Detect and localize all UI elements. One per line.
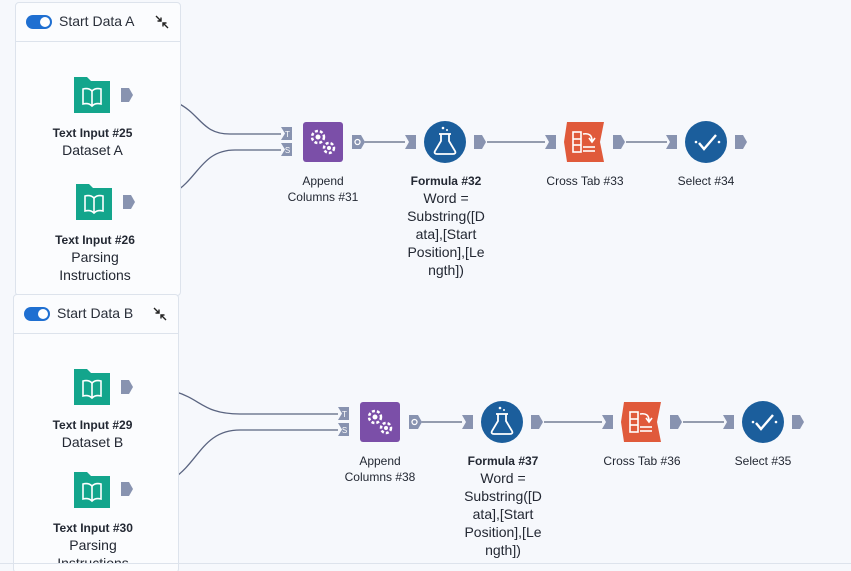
tool-name: Select #34 <box>677 174 735 188</box>
source-anchor[interactable]: S <box>338 423 349 436</box>
book-icon <box>74 77 110 113</box>
container-header: Start Data B <box>14 295 178 334</box>
tool-label: Append Columns #31 <box>287 174 359 204</box>
flask-icon <box>424 121 466 163</box>
tool-label: Append Columns #38 <box>344 454 416 484</box>
input-anchor[interactable] <box>462 415 473 429</box>
input-anchor[interactable] <box>545 135 556 149</box>
output-anchor[interactable] <box>474 135 486 149</box>
tool-annotation: Parsing Instructions <box>59 249 131 283</box>
gears-icon <box>303 122 343 162</box>
checkmark-icon <box>685 121 727 163</box>
tool-name: Formula #37 <box>467 454 539 468</box>
append-columns-tool-38[interactable] <box>360 402 400 442</box>
cross-tab-tool-36[interactable] <box>621 402 661 442</box>
container-header: Start Data A <box>16 3 180 42</box>
container-start-data-b[interactable]: Start Data B <box>13 294 179 571</box>
output-anchor[interactable] <box>121 482 133 496</box>
text-input-tool-25[interactable] <box>72 75 112 115</box>
book-icon <box>76 184 112 220</box>
svg-text:S: S <box>342 426 347 435</box>
book-icon <box>74 369 110 405</box>
output-anchor[interactable] <box>121 380 133 394</box>
tool-annotation: Dataset A <box>62 142 123 158</box>
tool-label: Formula #32 Word = Substring([D ata],[St… <box>395 173 497 279</box>
select-tool-34[interactable] <box>685 121 727 163</box>
formula-tool-32[interactable] <box>424 121 466 163</box>
container-toggle[interactable] <box>26 15 52 29</box>
tool-label: Text Input #26 Parsing Instructions <box>40 232 150 284</box>
tool-label: Formula #37 Word = Substring([D ata],[St… <box>452 453 554 559</box>
tool-label: Text Input #30 Parsing Instructions <box>38 520 148 563</box>
tool-label: Select #35 <box>717 453 809 469</box>
gears-icon <box>360 402 400 442</box>
cross-tab-tool-33[interactable] <box>564 122 604 162</box>
target-anchor[interactable]: T <box>338 407 349 420</box>
append-columns-tool-31[interactable] <box>303 122 343 162</box>
output-anchor[interactable] <box>121 88 133 102</box>
tool-name: Select #35 <box>734 454 792 468</box>
container-toggle[interactable] <box>24 307 50 321</box>
checkmark-icon <box>742 401 784 443</box>
output-anchor[interactable] <box>531 415 543 429</box>
collapse-arrows-icon[interactable] <box>155 15 169 29</box>
output-anchor[interactable] <box>352 135 365 149</box>
crosstab-icon <box>621 402 661 442</box>
tool-annotation: Dataset B <box>61 434 124 450</box>
canvas-bottom-border <box>0 563 851 564</box>
crosstab-icon <box>564 122 604 162</box>
tool-name: Text Input #30 <box>53 521 133 535</box>
select-tool-35[interactable] <box>742 401 784 443</box>
output-anchor[interactable] <box>409 415 422 429</box>
text-input-tool-26[interactable] <box>74 182 114 222</box>
output-anchor[interactable] <box>792 415 804 429</box>
input-anchor[interactable] <box>602 415 613 429</box>
tool-name: Cross Tab #33 <box>546 174 624 188</box>
tool-name: Cross Tab #36 <box>603 454 681 468</box>
tool-label: Cross Tab #36 <box>592 453 692 469</box>
svg-text:T: T <box>285 130 290 139</box>
text-input-tool-30[interactable] <box>72 470 112 510</box>
container-title: Start Data B <box>57 305 134 321</box>
tool-name: Text Input #26 <box>55 233 135 247</box>
svg-text:S: S <box>285 146 290 155</box>
svg-text:T: T <box>342 410 347 419</box>
tool-name: Text Input #25 <box>52 126 133 140</box>
tool-label: Text Input #29 Dataset B <box>40 417 145 451</box>
source-anchor[interactable]: S <box>281 143 292 156</box>
formula-tool-37[interactable] <box>481 401 523 443</box>
output-anchor[interactable] <box>670 415 682 429</box>
tool-label: Text Input #25 Dataset A <box>40 125 145 159</box>
input-anchor[interactable] <box>666 135 677 149</box>
output-anchor[interactable] <box>123 195 135 209</box>
text-input-tool-29[interactable] <box>72 367 112 407</box>
tool-name: Formula #32 <box>410 174 482 188</box>
tool-label: Select #34 <box>660 173 752 189</box>
output-anchor[interactable] <box>735 135 747 149</box>
output-anchor[interactable] <box>613 135 625 149</box>
container-title: Start Data A <box>59 13 135 29</box>
input-anchor[interactable] <box>723 415 734 429</box>
input-anchor[interactable] <box>405 135 416 149</box>
tool-label: Cross Tab #33 <box>535 173 635 189</box>
target-anchor[interactable]: T <box>281 127 292 140</box>
collapse-arrows-icon[interactable] <box>153 307 167 321</box>
flask-icon <box>481 401 523 443</box>
tool-annotation: Parsing Instructions <box>57 537 129 563</box>
tool-name: Text Input #29 <box>52 418 133 432</box>
book-icon <box>74 472 110 508</box>
